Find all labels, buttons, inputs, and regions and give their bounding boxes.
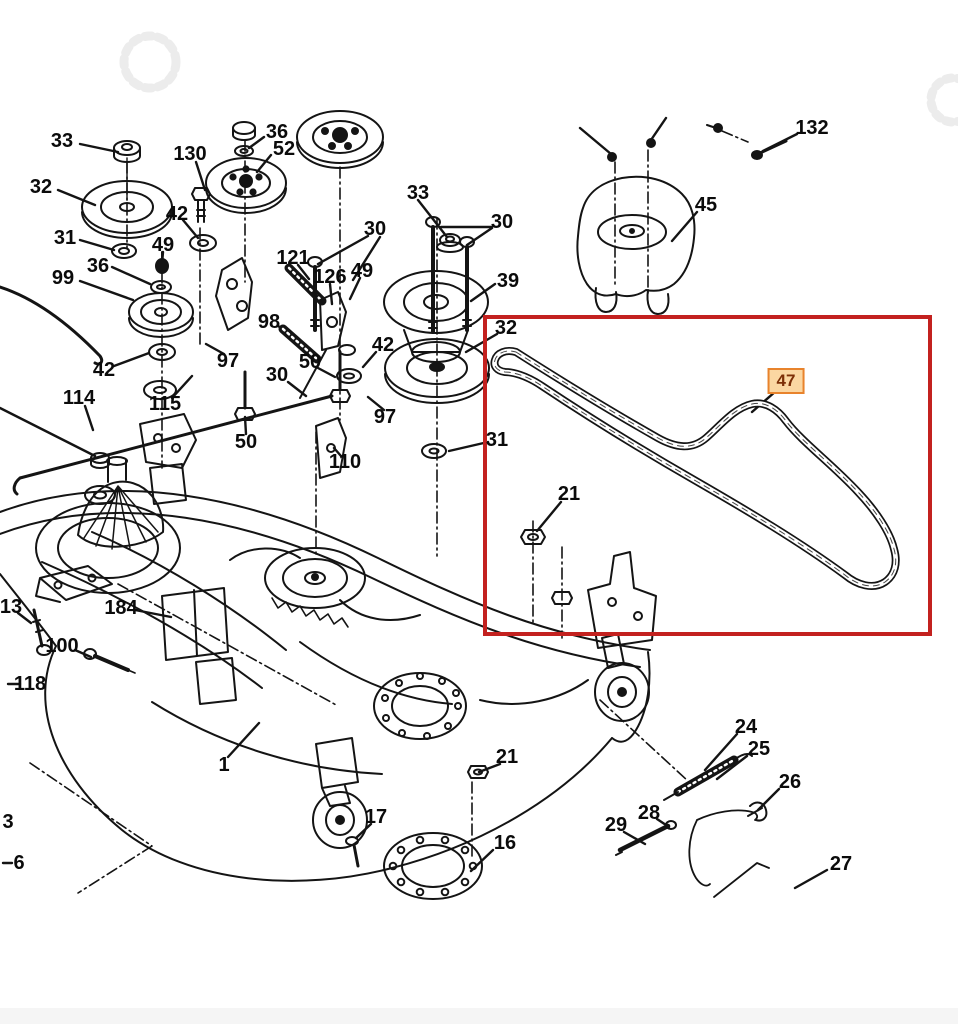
deck-drawing	[0, 285, 770, 900]
bottom-margin-strip	[0, 1008, 958, 1024]
belt-47-drawing	[490, 347, 900, 590]
pulley-52-stack-drawing	[205, 121, 287, 214]
highlight-region	[483, 315, 932, 636]
bolts-30-drawing	[307, 216, 475, 334]
watermark-gear-icon	[119, 31, 958, 127]
engine-cover-45-drawing	[576, 116, 788, 315]
selected-part-tag[interactable]: 47	[767, 368, 805, 394]
flat-idler-pulley-drawing	[296, 110, 384, 169]
pulley-stack-left-drawing	[81, 140, 194, 400]
bolt-130-drawing	[189, 187, 217, 252]
